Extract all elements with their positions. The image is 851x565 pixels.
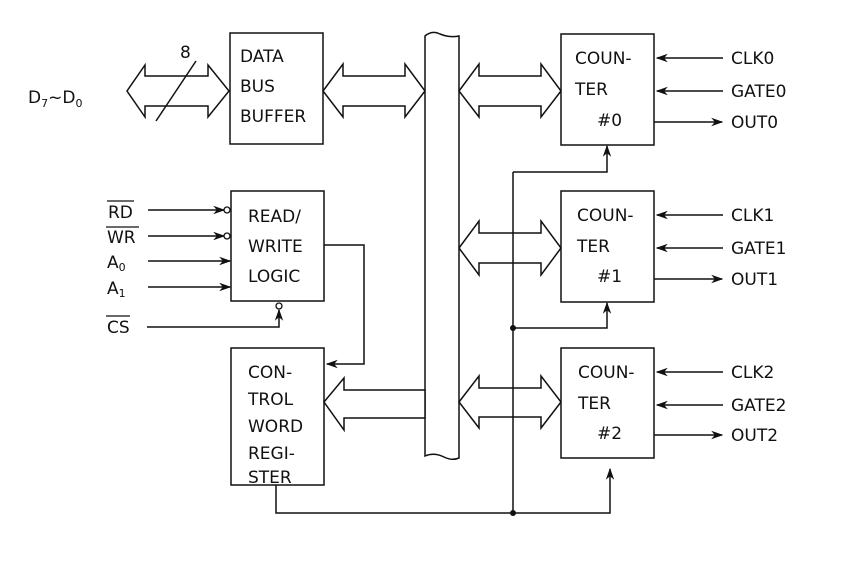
counter2-signals: CLK2 GATE2 OUT2: [654, 363, 786, 446]
counter0-block: COUN- TER #0: [560, 33, 655, 146]
svg-text:WRITE: WRITE: [248, 237, 303, 257]
data-bus-label: D7~D0: [28, 88, 82, 110]
svg-text:BUFFER: BUFFER: [240, 107, 306, 127]
svg-text:D7~D0: D7~D0: [28, 88, 82, 110]
svg-text:TROL: TROL: [247, 390, 294, 410]
svg-text:CS: CS: [107, 318, 130, 338]
internal-data-bus: [424, 31, 460, 461]
counter2-block: COUN- TER #2: [560, 347, 655, 459]
bus-to-counter2-arrow: [458, 373, 562, 431]
svg-text:READ/: READ/: [248, 207, 301, 227]
svg-text:DATA: DATA: [240, 47, 284, 67]
svg-text:CLK2: CLK2: [731, 363, 774, 383]
bus-width-label: 8: [180, 43, 191, 63]
svg-text:GATE1: GATE1: [731, 239, 786, 259]
svg-text:REGI-: REGI-: [248, 444, 295, 464]
read-write-logic-block: READ/ WRITE LOGIC: [230, 190, 325, 302]
svg-text:LOGIC: LOGIC: [248, 267, 300, 287]
svg-text:OUT0: OUT0: [731, 113, 778, 133]
svg-text:OUT2: OUT2: [731, 426, 778, 446]
svg-text:TER: TER: [576, 237, 610, 257]
data-bus-buffer-block: DATA BUS BUFFER: [229, 32, 324, 145]
svg-text:RD: RD: [108, 203, 133, 223]
svg-text:CLK1: CLK1: [731, 206, 774, 226]
svg-text:CLK0: CLK0: [731, 49, 774, 69]
svg-text:TER: TER: [574, 80, 608, 100]
a1-input: A1: [107, 279, 232, 300]
counter0-signals: CLK0 GATE0 OUT0: [654, 49, 786, 133]
bus-to-counter1-arrow: [458, 218, 562, 278]
svg-text:COUN-: COUN-: [578, 363, 635, 383]
svg-text:A0: A0: [107, 253, 126, 274]
buffer-to-bus-arrow: [322, 61, 426, 120]
cs-input: CS: [106, 302, 284, 338]
svg-text:STER: STER: [248, 468, 292, 488]
svg-text:COUN-: COUN-: [575, 49, 632, 69]
svg-text:#2: #2: [597, 424, 622, 444]
svg-text:WORD: WORD: [248, 417, 303, 437]
external-data-bus-arrow: [126, 62, 230, 120]
bus-to-cwr-arrow: [323, 375, 426, 433]
junction-dot: [510, 510, 516, 516]
control-to-counter1-wire: [513, 301, 612, 329]
counter1-block: COUN- TER #1: [560, 190, 655, 303]
svg-text:COUN-: COUN-: [577, 206, 634, 226]
svg-text:BUS: BUS: [240, 77, 275, 97]
svg-text:OUT1: OUT1: [731, 270, 778, 290]
svg-text:A1: A1: [107, 279, 126, 300]
svg-text:CON-: CON-: [248, 363, 292, 383]
svg-text:GATE0: GATE0: [731, 82, 786, 102]
a0-input: A0: [107, 253, 232, 274]
bus-width-slash: [155, 60, 197, 122]
rw-to-cwr-wire: [324, 244, 365, 369]
counter1-signals: CLK1 GATE1 OUT1: [654, 206, 786, 290]
svg-text:#1: #1: [597, 267, 622, 287]
control-word-register-block: CON- TROL WORD REGI- STER: [230, 347, 325, 488]
wr-input: WR: [106, 226, 231, 248]
svg-text:#0: #0: [597, 111, 622, 131]
junction-dot: [510, 325, 516, 331]
svg-text:GATE2: GATE2: [731, 396, 786, 416]
cwr-to-counters-wire: [275, 467, 615, 514]
svg-text:WR: WR: [107, 228, 136, 248]
svg-text:TER: TER: [577, 394, 611, 414]
rd-input: RD: [107, 200, 231, 223]
control-to-counter0-wire: [513, 144, 612, 173]
bus-to-counter0-arrow: [458, 61, 562, 120]
